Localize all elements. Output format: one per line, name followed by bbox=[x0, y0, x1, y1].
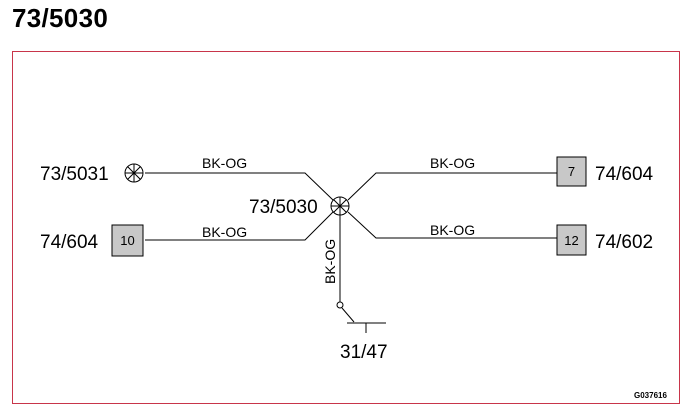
figure-code: G037616 bbox=[634, 391, 667, 400]
wire-right-top bbox=[347, 172, 557, 201]
wire-left-top bbox=[145, 172, 334, 201]
ground-icon bbox=[336, 301, 386, 333]
connector-box-right-bottom bbox=[556, 224, 587, 256]
connector-pin-right-bottom: 12 bbox=[564, 233, 578, 248]
splice-73-5030-icon bbox=[330, 196, 350, 216]
right-top-label: 74/604 bbox=[595, 164, 654, 185]
wire-right-bottom bbox=[347, 211, 557, 239]
connector-box-right-top bbox=[556, 156, 587, 187]
left-bottom-label: 74/604 bbox=[40, 232, 99, 253]
wire-label-right-bottom: BK-OG bbox=[430, 222, 475, 238]
wire-label-right-top: BK-OG bbox=[430, 155, 475, 171]
connector-box-left bbox=[111, 224, 144, 257]
splice-label: 73/5030 bbox=[249, 197, 318, 218]
wire-label-left-bottom: BK-OG bbox=[202, 224, 247, 240]
splice-73-5031-icon bbox=[124, 163, 144, 183]
ground-label: 31/47 bbox=[340, 342, 388, 363]
diagram-frame bbox=[12, 51, 680, 404]
wire-label-left-top: BK-OG bbox=[202, 155, 247, 171]
page-title: 73/5030 bbox=[12, 3, 109, 33]
left-top-label: 73/5031 bbox=[40, 164, 109, 185]
wire-label-ground: BK-OG bbox=[322, 239, 338, 284]
connector-pin-right-top: 7 bbox=[568, 164, 575, 179]
wire-left-bottom bbox=[145, 211, 334, 241]
connector-pin-left: 10 bbox=[120, 233, 134, 248]
right-bottom-label: 74/602 bbox=[595, 232, 653, 253]
